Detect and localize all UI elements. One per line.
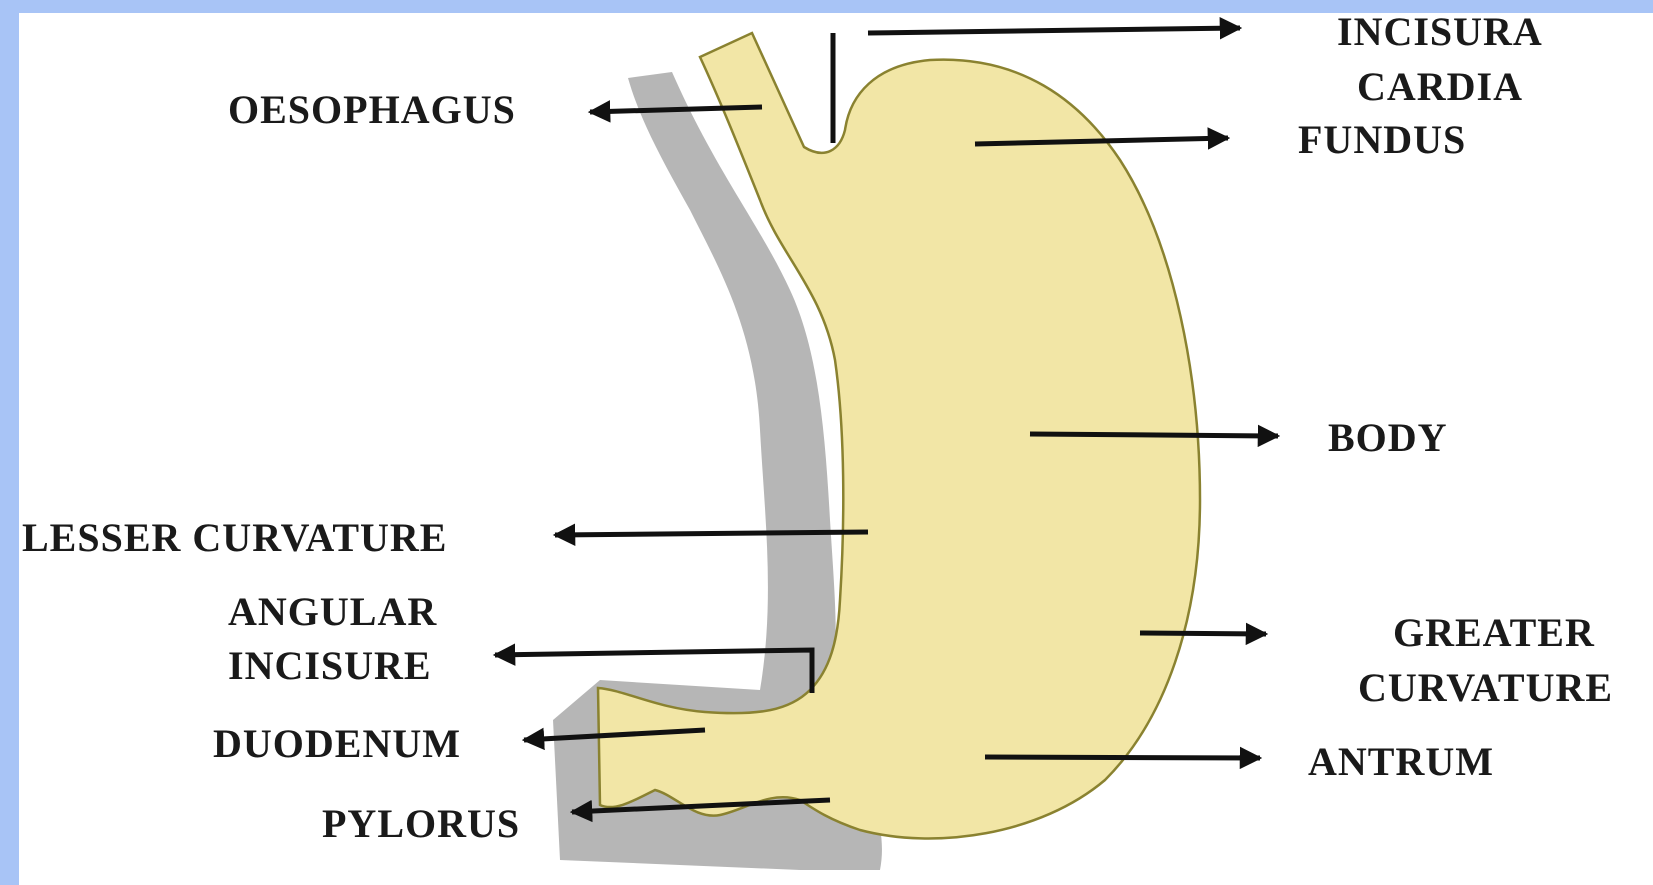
lesser-curvature-label: LESSER CURVATURE (22, 518, 447, 558)
curvature-label: CURVATURE (1358, 668, 1613, 708)
incisura-arrow (868, 28, 1240, 33)
oesophagus-label: OESOPHAGUS (228, 90, 516, 130)
body-arrow (1030, 434, 1278, 436)
pylorus-label: PYLORUS (322, 804, 520, 844)
incisure-label: INCISURE (228, 646, 432, 686)
body-label: BODY (1328, 418, 1448, 458)
cardia-label: CARDIA (1357, 67, 1523, 107)
antrum-label: ANTRUM (1308, 742, 1494, 782)
greater-label: GREATER (1393, 613, 1595, 653)
angular-label: ANGULAR (228, 592, 437, 632)
lesser-curvature-arrow (555, 532, 868, 535)
incisura-label: INCISURA (1337, 12, 1543, 52)
fundus-label: FUNDUS (1298, 120, 1466, 160)
greater-curvature-arrow (1140, 633, 1266, 634)
duodenum-label: DUODENUM (213, 724, 461, 764)
antrum-arrow (985, 757, 1260, 758)
